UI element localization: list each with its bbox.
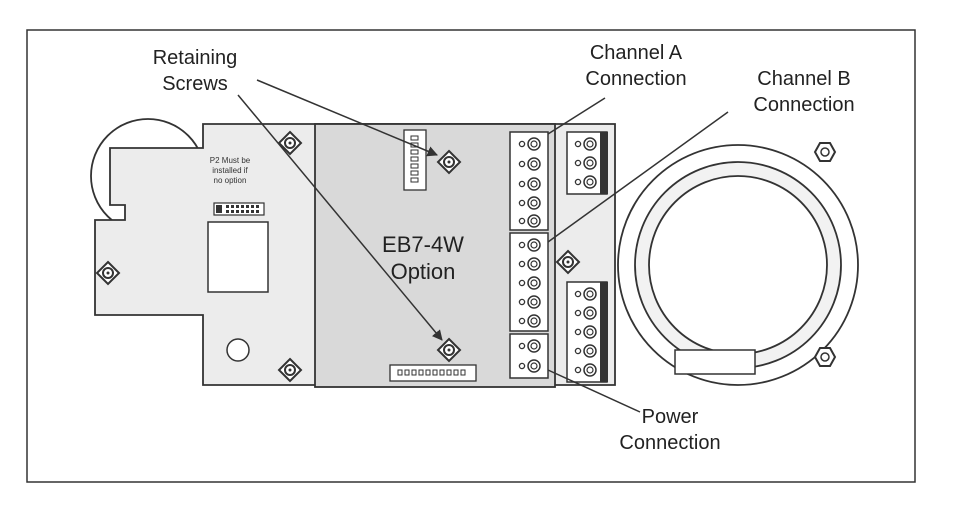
callout-power-line-1: Power	[641, 406, 699, 428]
callout-line-power	[547, 369, 641, 413]
callout-channel-b-line-1: Channel B	[757, 68, 851, 90]
callout-channel-a-line-1: Channel A	[589, 42, 683, 64]
callout-line-screw-top	[256, 79, 438, 157]
board-note-line-1: P2 Must be	[209, 156, 251, 165]
option-label-line-1: EB7-4W	[382, 232, 464, 257]
callout-channel-a: Channel A Connection	[565, 40, 707, 92]
callout-power-line-2: Connection	[619, 432, 721, 454]
callout-retaining-screws-line-2: Screws	[162, 73, 228, 95]
callout-channel-b-line-2: Connection	[753, 94, 855, 116]
callout-line-screw-bottom	[237, 94, 443, 341]
terminal-block-right	[566, 131, 608, 383]
option-label-line-2: Option	[390, 259, 456, 284]
toroid-transformer	[617, 144, 859, 386]
callout-retaining-screws-line-1: Retaining	[152, 47, 238, 69]
hex-nut-bottom	[814, 347, 836, 367]
bottom-header-connector	[389, 364, 477, 382]
top-header-connector	[403, 129, 427, 191]
left-module-box	[207, 221, 269, 293]
mount-hole	[226, 338, 250, 362]
callout-line-channel-b	[547, 111, 729, 243]
callout-line-channel-a	[547, 97, 606, 135]
hex-nut-top	[814, 142, 836, 162]
terminal-block-left	[509, 131, 549, 379]
callout-channel-a-line-2: Connection	[585, 68, 687, 90]
board-note: P2 Must be installed if no option	[198, 156, 262, 186]
jumper-p2	[213, 202, 265, 216]
callout-retaining-screws: Retaining Screws	[130, 45, 260, 97]
board-note-line-2: installed if	[212, 166, 248, 175]
callout-power: Power Connection	[600, 404, 740, 456]
board-note-line-3: no option	[213, 176, 247, 185]
callout-channel-b: Channel B Connection	[733, 66, 875, 118]
option-label: EB7-4W Option	[358, 231, 488, 285]
